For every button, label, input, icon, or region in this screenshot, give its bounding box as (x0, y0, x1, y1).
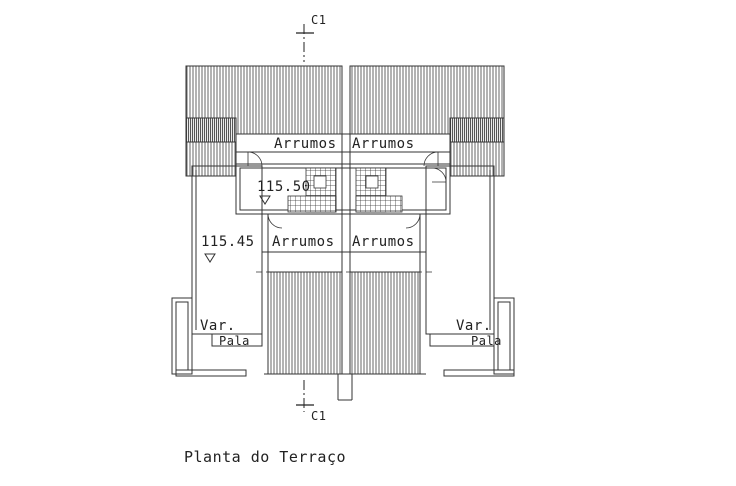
awning-label-right: Pala (471, 334, 502, 348)
party-wall (337, 66, 353, 401)
awning-label-left: Pala (219, 334, 250, 348)
drawing-title: Planta do Terraço (184, 448, 347, 466)
door-swings (247, 151, 447, 229)
storage-label-top-right: Arrumos (352, 136, 415, 152)
walls (171, 133, 515, 377)
storage-label-mid-right: Arrumos (352, 234, 415, 250)
veranda-label-right: Var. (456, 318, 492, 334)
level-label-left: 115.45 (201, 234, 255, 250)
veranda-label-left: Var. (200, 318, 236, 334)
section-label-top: C1 (311, 13, 326, 27)
storage-label-top-left: Arrumos (274, 136, 337, 152)
section-line (296, 24, 314, 412)
level-marker-center (259, 195, 271, 205)
level-label-center: 115.50 (257, 179, 311, 195)
level-marker-left (204, 253, 216, 263)
stair (287, 167, 403, 213)
section-label-bottom: C1 (311, 409, 326, 423)
storage-label-mid-left: Arrumos (272, 234, 335, 250)
